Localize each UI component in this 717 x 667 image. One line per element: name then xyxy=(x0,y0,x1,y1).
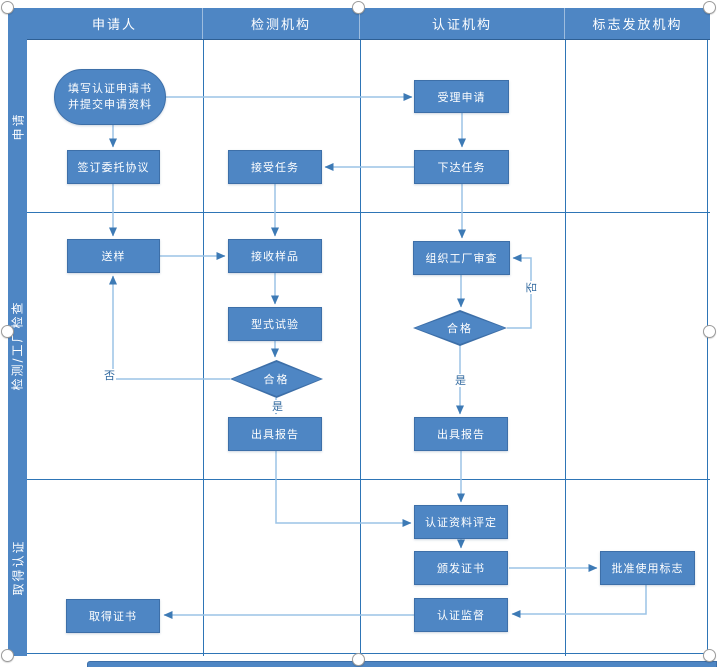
node-label: 取得证书 xyxy=(89,610,137,623)
selection-handle-top-right[interactable] xyxy=(703,1,716,14)
decision-audit-pass[interactable]: 合格 xyxy=(413,310,507,346)
lane-header-testing-org: 检测机构 xyxy=(203,8,360,39)
selection-handle-middle-right[interactable] xyxy=(703,325,716,338)
node-label: 并提交申请资料 xyxy=(68,98,152,111)
lane-header-row: 申请人 检测机构 认证机构 标志发放机构 xyxy=(27,8,710,40)
node-label: 填写认证申请书 xyxy=(68,82,152,96)
node-label: 组织工厂审查 xyxy=(425,252,498,265)
node-label: 受理申请 xyxy=(437,90,486,104)
cropped-shape-below[interactable] xyxy=(87,661,717,667)
selection-handle-top-left[interactable] xyxy=(1,1,14,14)
selection-handle-bottom-left[interactable] xyxy=(1,649,14,662)
phase-label-obtain-certification: 取得认证 xyxy=(11,539,26,596)
column-divider-3 xyxy=(565,40,567,656)
node-send-sample[interactable]: 送样 xyxy=(67,239,160,273)
node-fill-application[interactable]: 填写认证申请书 并提交申请资料 xyxy=(54,69,166,125)
node-label: 下达任务 xyxy=(437,161,486,174)
node-accept-application[interactable]: 受理申请 xyxy=(414,80,509,113)
node-issue-certificate[interactable]: 颁发证书 xyxy=(414,551,508,585)
node-cert-supervision[interactable]: 认证监督 xyxy=(414,598,508,632)
node-sign-agreement[interactable]: 签订委托协议 xyxy=(67,150,160,184)
node-approve-mark-use[interactable]: 批准使用标志 xyxy=(600,551,695,585)
node-label: 签订委托协议 xyxy=(77,161,150,174)
node-receive-sample[interactable]: 接收样品 xyxy=(228,239,322,273)
node-label: 认证监督 xyxy=(437,609,485,622)
node-label: 批准使用标志 xyxy=(611,562,684,575)
node-label: 合格 xyxy=(263,373,290,386)
node-issue-report-testing[interactable]: 出具报告 xyxy=(228,417,322,451)
lane-header-certification-org: 认证机构 xyxy=(360,8,565,39)
selection-handle-bottom-right[interactable] xyxy=(703,649,716,662)
column-divider-2 xyxy=(360,40,362,656)
edge-label-no-test: 否 xyxy=(103,369,116,382)
lane-header-applicant: 申请人 xyxy=(27,8,203,39)
decision-test-pass[interactable]: 合格 xyxy=(230,360,323,398)
node-label: 出具报告 xyxy=(437,428,485,441)
selection-handle-top-center[interactable] xyxy=(352,1,365,14)
node-label: 接受任务 xyxy=(251,161,299,174)
node-organize-factory-audit[interactable]: 组织工厂审查 xyxy=(413,241,510,275)
phase-label-testing-factory-inspection: 检测/工厂检查 xyxy=(11,300,26,391)
selection-handle-bottom-center[interactable] xyxy=(352,653,365,666)
phase-label-application: 申请 xyxy=(11,111,26,141)
node-accept-task[interactable]: 接受任务 xyxy=(228,150,322,184)
node-label: 出具报告 xyxy=(251,428,299,441)
lane-header-mark-issuing-org: 标志发放机构 xyxy=(592,18,683,33)
column-divider-1 xyxy=(203,40,205,656)
phase-label-bar xyxy=(8,8,27,656)
node-get-certificate[interactable]: 取得证书 xyxy=(66,599,160,633)
node-type-test[interactable]: 型式试验 xyxy=(228,307,322,341)
edge-label-yes-test: 是 xyxy=(271,400,284,413)
node-label: 型式试验 xyxy=(251,318,299,331)
node-label: 合格 xyxy=(447,322,473,335)
edge-label-no-audit: 否 xyxy=(525,281,538,294)
selection-handle-middle-left[interactable] xyxy=(1,325,14,338)
node-label: 接收样品 xyxy=(251,250,299,263)
edge-label-yes-audit: 是 xyxy=(454,374,467,387)
node-label: 认证资料评定 xyxy=(425,516,497,529)
node-assign-task[interactable]: 下达任务 xyxy=(414,150,509,184)
node-material-evaluation[interactable]: 认证资料评定 xyxy=(414,505,508,539)
row-divider-1 xyxy=(27,212,710,214)
node-label: 颁发证书 xyxy=(437,562,485,575)
node-issue-report-cert[interactable]: 出具报告 xyxy=(414,417,508,451)
row-divider-2 xyxy=(27,479,710,481)
node-label: 送样 xyxy=(101,250,126,263)
